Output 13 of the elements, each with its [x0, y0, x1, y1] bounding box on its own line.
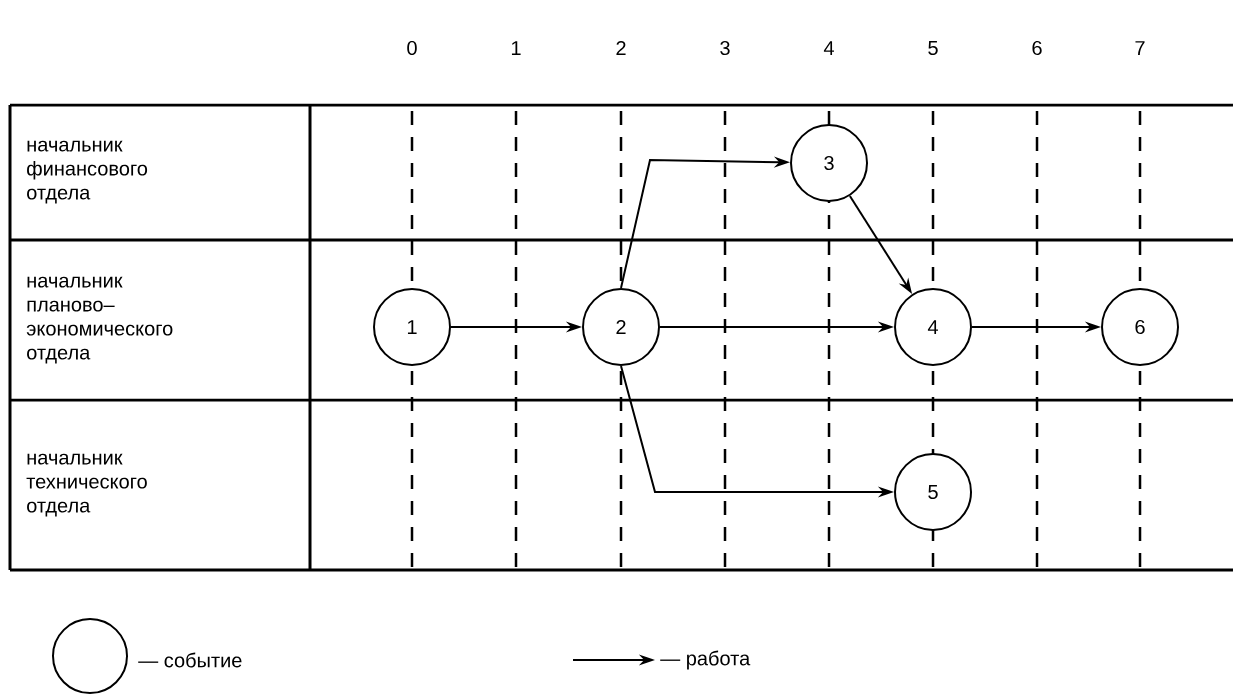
- column-number: 0: [407, 40, 417, 56]
- column-number: 3: [720, 40, 730, 56]
- column-number: 4: [823, 41, 834, 55]
- column-number: 6: [1032, 40, 1042, 56]
- column-number: 7: [1135, 41, 1145, 55]
- legend-text: — событие: [138, 652, 242, 668]
- legend-text: — работа: [660, 650, 751, 670]
- row-header: начальник планово–экономического отдела: [26, 276, 173, 364]
- column-number: 5: [928, 41, 938, 55]
- row-header: начальник финансового отдела: [27, 140, 148, 204]
- column-number: 1: [511, 41, 521, 55]
- column-number: 2: [616, 41, 626, 55]
- row-header: начальник технического отдела: [26, 453, 147, 517]
